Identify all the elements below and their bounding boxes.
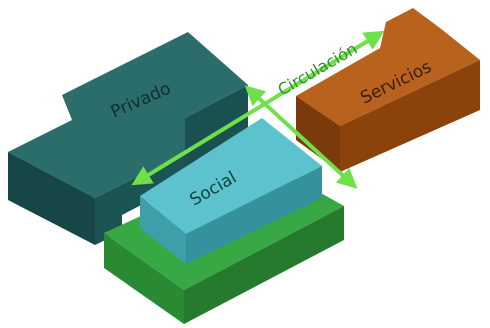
servicios-block: Servicios bbox=[296, 8, 480, 172]
social-block-right-face bbox=[186, 166, 322, 264]
social-block-left-face bbox=[140, 196, 186, 264]
base-platform-front-face bbox=[104, 233, 184, 324]
base-platform-right-face bbox=[184, 206, 344, 324]
privado-block-left-face bbox=[8, 152, 95, 245]
circulation-arrow-vertical bbox=[244, 85, 358, 189]
